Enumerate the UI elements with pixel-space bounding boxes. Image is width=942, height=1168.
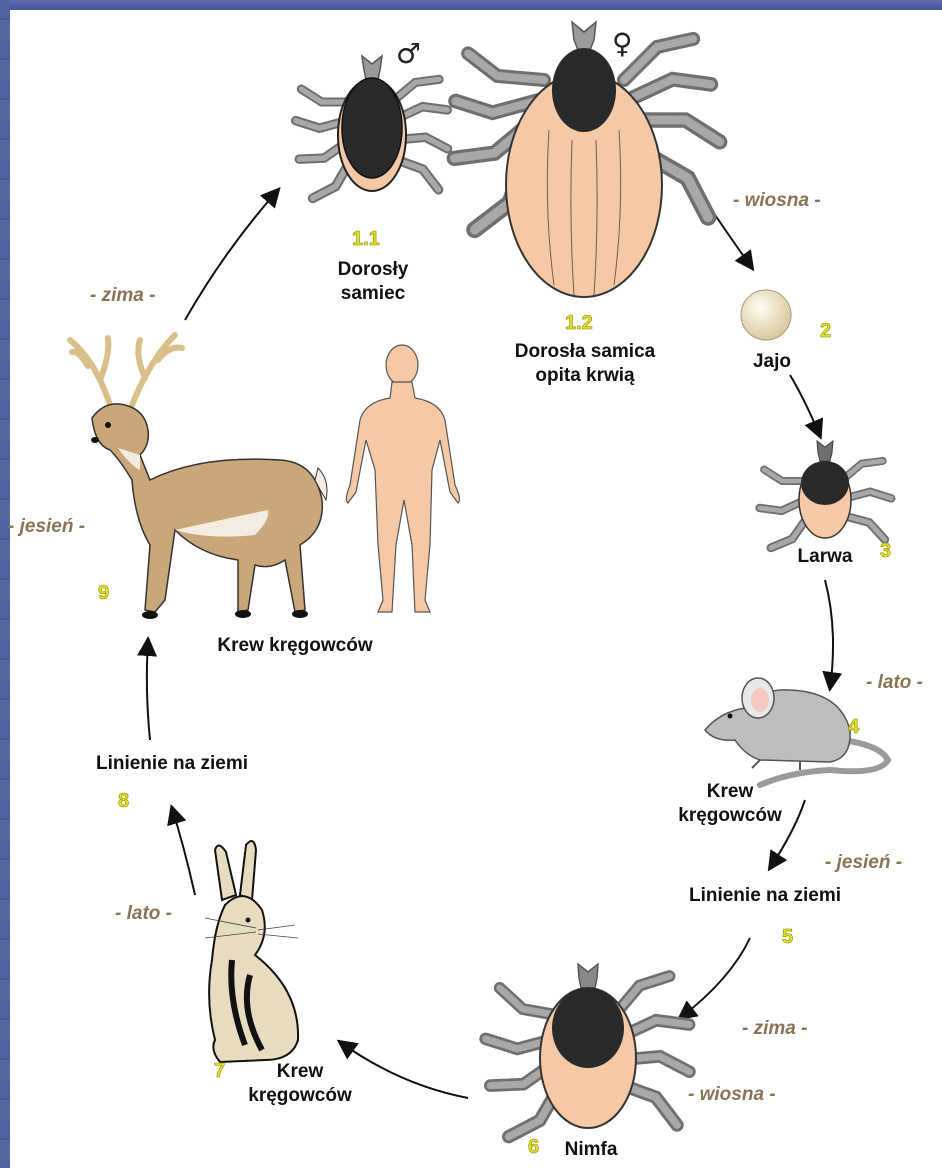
stage-label-larva: Larwa — [780, 545, 870, 568]
arrow-deer-to-male — [185, 190, 278, 320]
female-tick-illustration — [451, 22, 722, 297]
stage-label-deer: Krew kręgowców — [210, 634, 380, 657]
season-label-autumn-2: - jesień - — [8, 516, 85, 538]
stage-label-male-line1: Dorosły — [318, 258, 428, 281]
male-tick-illustration — [295, 56, 449, 203]
stage-number-5: 5 — [782, 926, 793, 949]
human-illustration — [346, 345, 459, 612]
hare-illustration — [205, 841, 298, 1062]
stage-label-nymph: Nimfa — [556, 1138, 626, 1161]
stage-number-9: 9 — [98, 582, 109, 605]
season-label-autumn-1: - jesień - — [825, 852, 902, 874]
season-label-winter-1: - zima - — [742, 1018, 807, 1040]
stage-label-molt-2: Linienie na ziemi — [72, 752, 272, 775]
nymph-tick-illustration — [485, 964, 691, 1142]
arrow-molt-to-nymph — [680, 938, 750, 1018]
stage-number-8: 8 — [118, 790, 129, 813]
season-label-spring-1: - wiosna - — [733, 190, 821, 212]
stage-number-4: 4 — [848, 716, 859, 739]
stage-label-mouse-line1: Krew — [670, 780, 790, 803]
stage-label-female-line2: opita krwią — [500, 364, 670, 387]
deer-illustration — [70, 335, 327, 619]
stage-label-male-line2: samiec — [318, 282, 428, 305]
stage-number-3: 3 — [880, 540, 891, 563]
stage-label-mouse-line2: kręgowców — [670, 804, 790, 827]
stage-label-hare-line2: kręgowców — [240, 1084, 360, 1107]
stage-number-1-2: 1.2 — [565, 312, 593, 335]
larva-tick-illustration — [759, 441, 891, 552]
arrow-molt-to-deer — [147, 640, 150, 740]
egg-illustration — [741, 290, 791, 340]
stage-label-hare-line1: Krew — [240, 1060, 360, 1083]
stage-number-7: 7 — [214, 1060, 225, 1083]
mouse-illustration — [705, 678, 888, 785]
female-symbol-icon: ♀ — [612, 30, 633, 58]
stage-number-6: 6 — [528, 1136, 539, 1159]
male-symbol-icon: ♂ — [396, 40, 421, 68]
season-label-summer-2: - lato - — [115, 903, 172, 925]
stage-label-female-line1: Dorosła samica — [500, 340, 670, 363]
stage-number-2: 2 — [820, 320, 831, 343]
arrow-hare-to-molt — [172, 808, 195, 895]
season-label-spring-2: - wiosna - — [688, 1084, 776, 1106]
stage-label-egg: Jajo — [742, 350, 802, 373]
stage-number-1-1: 1.1 — [352, 228, 380, 251]
arrow-egg-to-larva — [790, 375, 820, 436]
season-label-summer-1: - lato - — [866, 672, 923, 694]
arrow-larva-to-mouse — [825, 580, 833, 688]
season-label-winter-2: - zima - — [90, 285, 155, 307]
stage-label-molt-1: Linienie na ziemi — [665, 884, 865, 907]
